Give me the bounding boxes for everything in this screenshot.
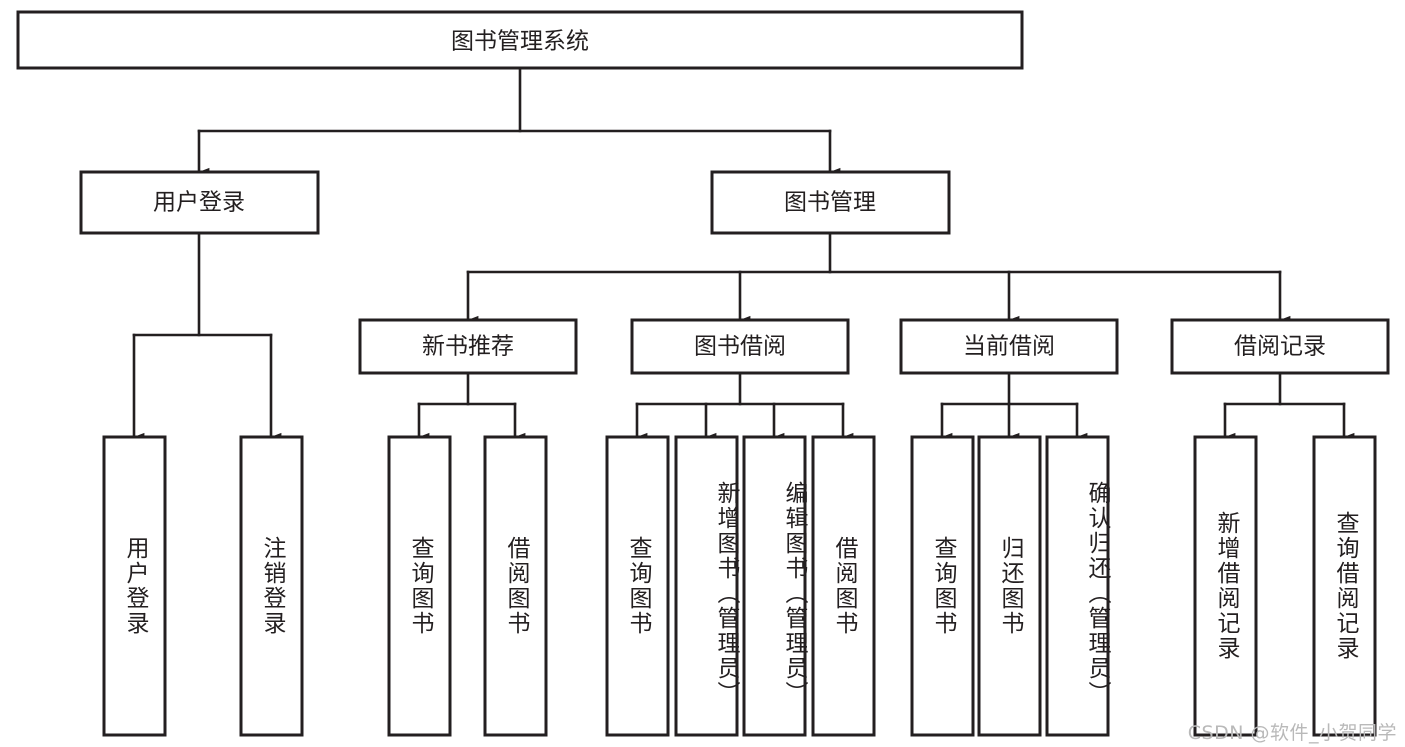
node-label-book-management: 图书管理: [784, 190, 876, 216]
leaf-box-query-book-current[interactable]: [910, 435, 975, 737]
leaf-box-query-borrow-record[interactable]: [1312, 435, 1377, 737]
leaf-box-add-borrow-record[interactable]: [1193, 435, 1258, 737]
node-book-management[interactable]: 图书管理: [710, 170, 951, 235]
node-box-book-borrow[interactable]: [630, 318, 850, 375]
node-current-borrow[interactable]: 当前借阅: [899, 318, 1119, 375]
node-box-current-borrow[interactable]: [899, 318, 1119, 375]
connector-group: [132, 67, 1355, 442]
node-label-current-borrow: 当前借阅: [963, 334, 1055, 360]
node-box-borrow-records[interactable]: [1170, 318, 1390, 375]
node-label-new-book-recommend: 新书推荐: [422, 334, 514, 360]
node-new-book-recommend[interactable]: 新书推荐: [358, 318, 578, 375]
node-box-book-management[interactable]: [710, 170, 951, 235]
leaf-box-user-login[interactable]: [102, 435, 167, 737]
watermark-text: CSDN @软件_小贺同学: [1187, 722, 1397, 744]
node-root-book-system[interactable]: 图书管理系统: [16, 10, 1024, 70]
leaf-box-query-book-new[interactable]: [387, 435, 452, 737]
node-label-book-borrow: 图书借阅: [694, 334, 786, 360]
leaf-box-borrow-book[interactable]: [811, 435, 876, 737]
node-label-user-login: 用户登录: [153, 190, 245, 216]
node-book-borrow[interactable]: 图书借阅: [630, 318, 850, 375]
leaf-box-edit-book-admin[interactable]: [742, 435, 807, 737]
leaf-box-add-book-admin[interactable]: [674, 435, 739, 737]
node-label-borrow-records: 借阅记录: [1234, 334, 1326, 360]
node-box-user-login[interactable]: [79, 170, 320, 235]
node-borrow-records[interactable]: 借阅记录: [1170, 318, 1390, 375]
node-user-login[interactable]: 用户登录: [79, 170, 320, 235]
node-label-root: 图书管理系统: [451, 29, 589, 55]
leaf-box-logout[interactable]: [239, 435, 304, 737]
node-box-root[interactable]: [16, 10, 1024, 70]
leaf-box-return-book[interactable]: [977, 435, 1042, 737]
leaf-box-query-book-borrow[interactable]: [605, 435, 670, 737]
node-box-new-book-recommend[interactable]: [358, 318, 578, 375]
leaf-box-confirm-return-admin[interactable]: [1045, 435, 1110, 737]
leaf-box-borrow-book-new[interactable]: [483, 435, 548, 737]
